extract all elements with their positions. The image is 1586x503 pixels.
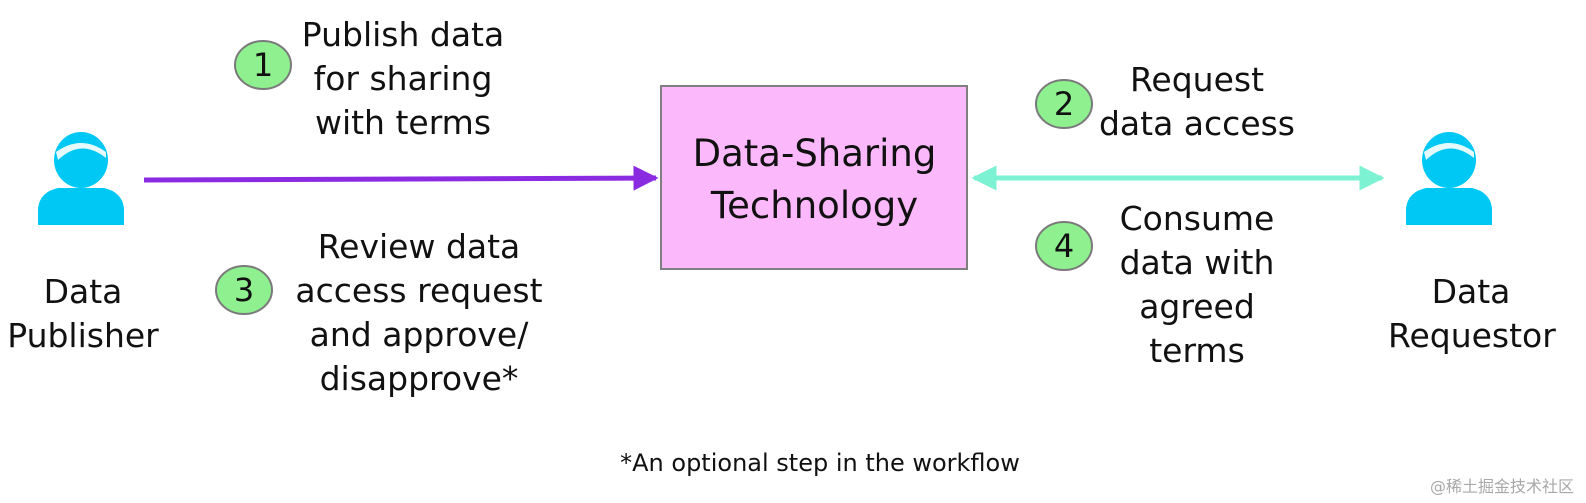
- center-box-line-2: Technology: [710, 184, 919, 227]
- step-2-number: 2: [1053, 85, 1075, 123]
- step-4-number: 4: [1053, 227, 1075, 265]
- data-sharing-technology-box: [660, 85, 968, 270]
- requestor-label: Data Requestor: [1388, 270, 1556, 358]
- step-1-line-2: for sharing: [313, 59, 493, 98]
- step-1-circle: [234, 40, 292, 90]
- step-3-label: Review data access request and approve/ …: [289, 225, 549, 401]
- requestor-person-icon: [1406, 132, 1492, 225]
- step-4-label: Consume data with agreed terms: [1097, 197, 1297, 373]
- step-4-line-3: agreed: [1139, 287, 1255, 326]
- step-4-line-1: Consume: [1119, 199, 1275, 238]
- publisher-label: Data Publisher: [0, 270, 166, 358]
- step-3-circle: [215, 265, 273, 315]
- step-1-line-3: with terms: [314, 103, 492, 142]
- step-3-line-4: disapprove*: [319, 359, 519, 398]
- step-1-number: 1: [252, 46, 274, 84]
- step-2-line-2: data access: [1098, 104, 1296, 143]
- center-box-line-1: Data-Sharing: [692, 132, 937, 175]
- step-4-line-4: terms: [1149, 331, 1245, 370]
- step-3-line-1: Review data: [317, 227, 521, 266]
- footnote: *An optional step in the workflow: [620, 449, 1020, 477]
- center-box-title: Data-Sharing Technology: [662, 128, 967, 232]
- step-1-line-1: Publish data: [301, 15, 505, 54]
- publisher-label-line-2: Publisher: [7, 316, 159, 355]
- step-2-line-1: Request: [1129, 60, 1265, 99]
- step-3-line-3: and approve/: [309, 315, 529, 354]
- step-4-line-2: data with: [1119, 243, 1275, 282]
- requestor-label-line-1: Data: [1431, 272, 1511, 311]
- step-2-circle: [1035, 79, 1093, 129]
- step-3-number: 3: [233, 271, 255, 309]
- step-2-label: Request data access: [1087, 58, 1307, 146]
- step-3-line-2: access request: [295, 271, 543, 310]
- publisher-label-line-1: Data: [43, 272, 123, 311]
- step-4-circle: [1035, 221, 1093, 271]
- requestor-label-line-2: Requestor: [1388, 316, 1556, 355]
- publish-arrow: [143, 165, 659, 191]
- watermark: @稀土掘金技术社区: [1429, 477, 1574, 496]
- step-1-label: Publish data for sharing with terms: [283, 13, 523, 145]
- publisher-person-icon: [38, 132, 124, 225]
